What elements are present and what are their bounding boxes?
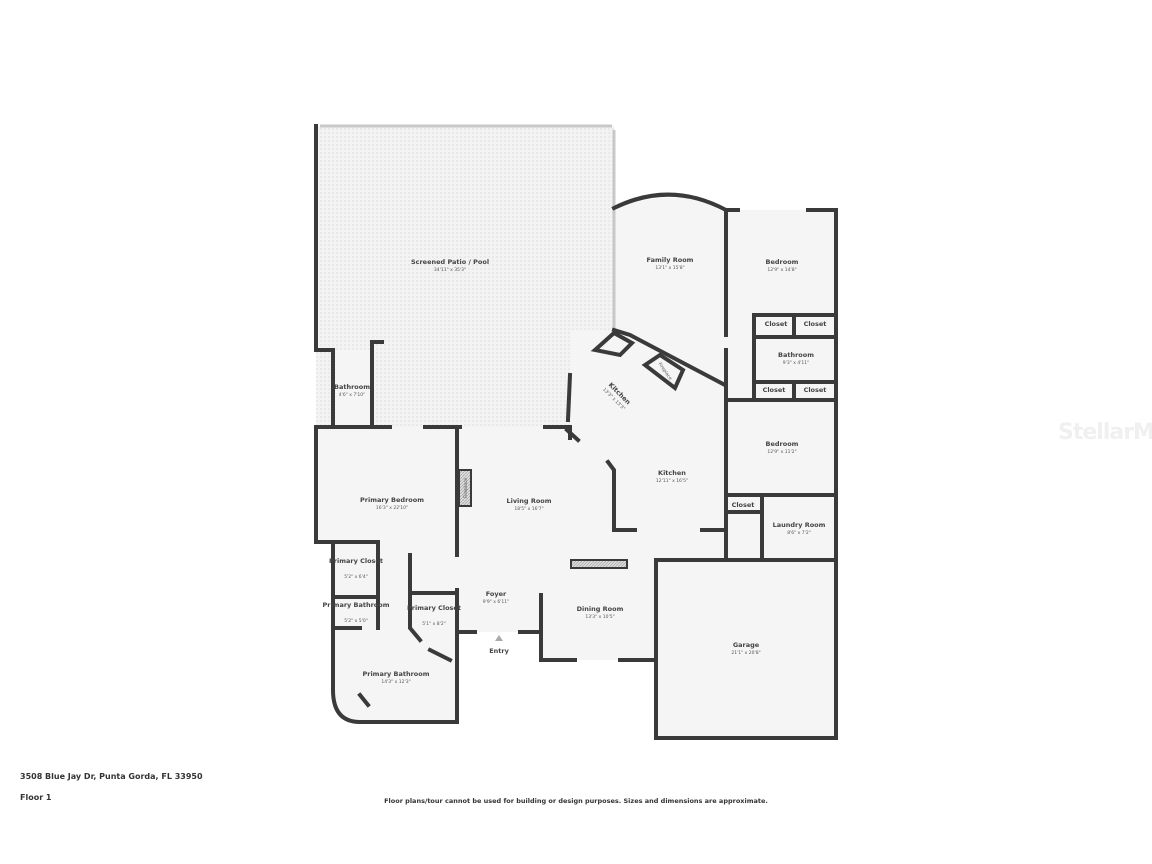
room-name: Kitchen <box>658 469 686 477</box>
room-name: Primary Bedroom <box>360 496 424 504</box>
room-name: Closet <box>765 320 788 328</box>
room-name: Primary Closet <box>407 604 461 612</box>
room-dim: 12'11" x 16'5" <box>656 478 688 484</box>
room-name: Closet <box>732 501 755 509</box>
room-name: Primary Bathroom <box>362 670 429 678</box>
room-dim: 14'3" x 12'3" <box>381 679 410 685</box>
entry-label: Entry <box>489 647 509 655</box>
room-name: Closet <box>804 320 827 328</box>
room-name: Foyer <box>486 590 507 598</box>
room-dim: 34'11" x 35'3" <box>434 267 466 273</box>
address: 3508 Blue Jay Dr, Punta Gorda, FL 33950 <box>20 772 203 781</box>
entry-arrow-icon <box>495 635 503 641</box>
room-dim: 9'9" x 6'11" <box>483 599 509 605</box>
fireplace-label: Fireplace <box>463 478 469 498</box>
room-dim: 12'9" x 11'2" <box>767 449 796 455</box>
room-dim: 5'2" x 6'4" <box>344 574 368 580</box>
room-dim: 16'3" x 22'10" <box>376 505 408 511</box>
room-name: Bedroom <box>766 440 799 448</box>
room-dim: 21'1" x 20'8" <box>731 650 760 656</box>
walls <box>314 124 838 740</box>
room-name: Living Room <box>506 497 551 505</box>
room-name: Closet <box>804 386 827 394</box>
room-name: Primary Bathroom <box>322 601 389 609</box>
room-name: Family Room <box>647 256 694 264</box>
room-dim: 4'6" x 7'10" <box>339 392 365 398</box>
room-dim: 8'6" x 7'2" <box>787 530 811 536</box>
room-dim: 9'3" x 4'11" <box>783 360 809 366</box>
room-dim: 13'1" x 15'8" <box>655 265 684 271</box>
room-name: Bathroom <box>334 383 370 391</box>
room-name: Bathroom <box>778 351 814 359</box>
room-name: Bedroom <box>766 258 799 266</box>
floor-label: Floor 1 <box>20 793 52 802</box>
room-name: Laundry Room <box>773 521 826 529</box>
room-dim: 5'1" x 8'2" <box>422 621 446 627</box>
room-dim: 12'9" x 14'8" <box>767 267 796 273</box>
room-dim: 13'3" x 10'5" <box>585 614 614 620</box>
room-dim: 18'5" x 16'7" <box>514 506 543 512</box>
room-labels: Screened Patio / Pool 34'11" x 35'3" Fam… <box>322 256 826 685</box>
room-name: Screened Patio / Pool <box>411 258 489 266</box>
room-name: Primary Closet <box>329 557 383 565</box>
room-dim: 5'2" x 5'0" <box>344 618 368 624</box>
room-name: Dining Room <box>577 605 624 613</box>
disclaimer: Floor plans/tour cannot be used for buil… <box>384 797 768 805</box>
watermark: StellarMLS <box>1058 420 1152 445</box>
room-name: Garage <box>733 641 760 649</box>
room-name: Closet <box>763 386 786 394</box>
